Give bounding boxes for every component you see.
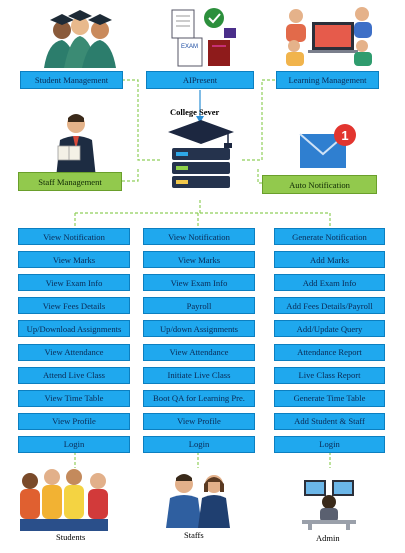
staff-feature-box: Up/down Assignments (143, 320, 255, 338)
staff-management-box: Staff Management (18, 172, 122, 191)
svg-text:EXAM: EXAM (181, 44, 198, 50)
student-feature-box: View Exam Info (18, 274, 130, 292)
teacher-illustration (56, 114, 96, 178)
student-feature-box: Up/Download Assignments (18, 320, 130, 338)
admin-feature-box: Login (274, 435, 385, 453)
admin-feature-box: Add Exam Info (274, 274, 385, 292)
staff-feature-box: Boot QA for Learning Pre. (143, 389, 255, 407)
auto-notification-box: Auto Notification (262, 175, 377, 194)
admin-feature-box: Add/Update Query (274, 320, 385, 338)
staff-feature-box: View Exam Info (143, 274, 255, 292)
student-feature-box: View Time Table (18, 389, 130, 407)
server-icon (168, 120, 234, 188)
student-feature-box: View Fees Details (18, 297, 130, 315)
admin-feature-box: Generate Notification (274, 228, 385, 245)
student-feature-box: View Marks (18, 251, 130, 269)
admin-feature-box: Attendance Report (274, 343, 385, 361)
student-feature-box: Attend Live Class (18, 366, 130, 384)
staffs-caption: Staffs (184, 530, 204, 540)
staff-feature-box: View Marks (143, 251, 255, 269)
student-feature-box: Login (18, 435, 130, 453)
students-illustration (20, 469, 108, 531)
admin-illustration (302, 480, 356, 530)
admin-feature-box: Live Class Report (274, 366, 385, 384)
aipresent-box: AIPresent (146, 71, 254, 89)
online-learning-illustration (286, 7, 372, 66)
admin-feature-box: Generate Time Table (274, 389, 385, 407)
admin-caption: Admin (316, 533, 340, 543)
student-management-box: Student Management (20, 71, 123, 89)
students-caption: Students (56, 532, 86, 542)
admin-feature-box: Add Student & Staff (274, 412, 385, 430)
student-feature-box: View Notification (18, 228, 130, 245)
staff-feature-box: View Notification (143, 228, 255, 245)
exam-documents-illustration: EXAM (171, 8, 236, 67)
admin-feature-box: Add Fees Details/Payroll (274, 297, 385, 315)
staff-feature-box: Initiate Live Class (143, 366, 255, 384)
staff-feature-box: View Profile (143, 412, 255, 430)
learning-management-box: Learning Management (276, 71, 379, 89)
graduates-illustration (44, 10, 116, 68)
staff-feature-box: View Attendance (143, 343, 255, 361)
student-feature-box: View Profile (18, 412, 130, 430)
staff-feature-box: Payroll (143, 297, 255, 315)
staff-feature-box: Login (143, 435, 255, 453)
notification-count-badge: 1 (334, 124, 356, 146)
staffs-illustration (166, 474, 230, 528)
student-feature-box: View Attendance (18, 343, 130, 361)
admin-feature-box: Add Marks (274, 251, 385, 269)
college-server-title: College Sever (170, 107, 220, 117)
